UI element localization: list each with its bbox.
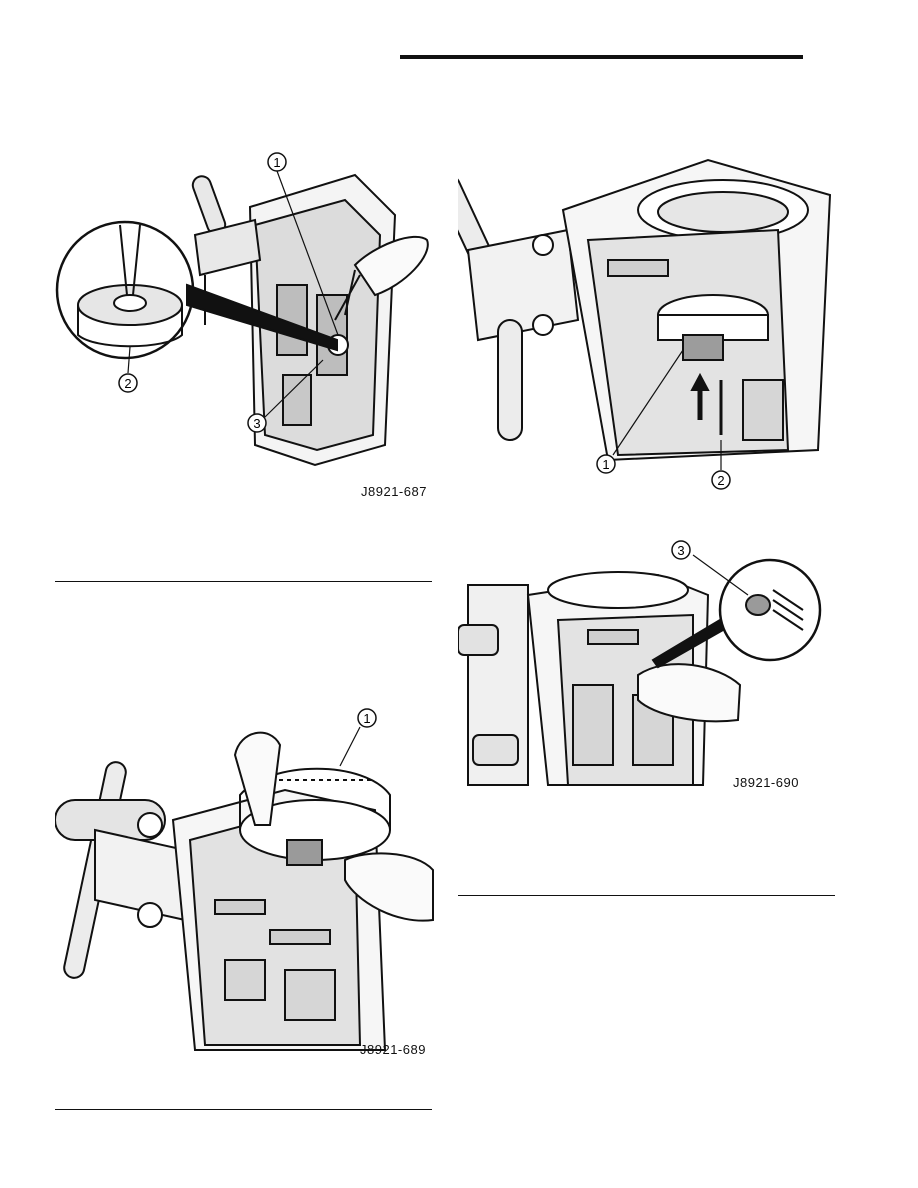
svg-text:1: 1 (602, 457, 609, 472)
figure-id: J8921-689 (360, 1042, 426, 1057)
callout-3: 3 (672, 541, 690, 559)
callout-2: 2 (119, 374, 137, 392)
figure-id: J8921-687 (361, 484, 427, 499)
figure-j8921-690: 3 J8921-690 (458, 535, 838, 790)
header-rule (400, 55, 803, 59)
svg-text:3: 3 (677, 543, 684, 558)
figure-illustration: 3 (458, 535, 838, 790)
callout-1: 1 (358, 709, 376, 727)
svg-text:3: 3 (253, 416, 260, 431)
figure-band-install: 1 2 (458, 150, 838, 490)
figure-illustration: 1 2 3 (55, 145, 435, 475)
figure-id: J8921-690 (733, 775, 799, 790)
separator-rule (55, 581, 432, 582)
figure-illustration: 1 2 (458, 150, 838, 490)
svg-text:1: 1 (363, 711, 370, 726)
svg-text:2: 2 (717, 473, 724, 488)
figure-illustration: 1 (55, 700, 435, 1060)
svg-text:2: 2 (124, 376, 131, 391)
callout-1: 1 (268, 153, 286, 171)
callout-3: 3 (248, 414, 266, 432)
figure-j8921-689: 1 J8921-689 (55, 700, 435, 1060)
figure-j8921-687: 1 2 3 J8921-687 (55, 145, 435, 475)
callout-1: 1 (597, 455, 615, 473)
callout-2: 2 (712, 471, 730, 489)
separator-rule (55, 1109, 432, 1110)
separator-rule (458, 895, 835, 896)
svg-text:1: 1 (273, 155, 280, 170)
